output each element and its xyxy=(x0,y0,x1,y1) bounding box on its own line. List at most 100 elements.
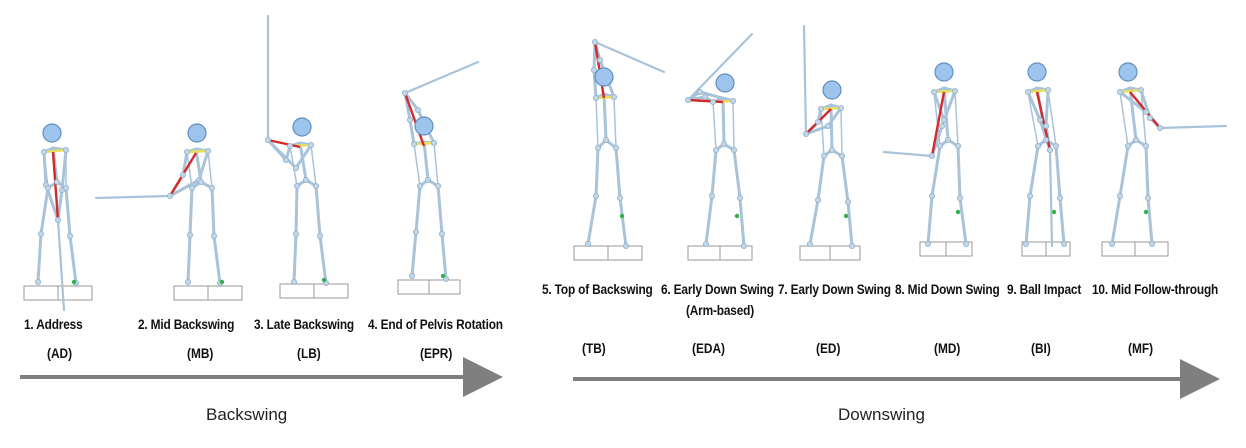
bone xyxy=(422,140,430,182)
joint xyxy=(186,231,193,238)
bone xyxy=(1058,196,1066,246)
head xyxy=(1027,62,1047,82)
bone xyxy=(1128,86,1138,142)
joint xyxy=(434,182,441,189)
joint xyxy=(63,184,70,191)
bone xyxy=(210,186,216,238)
arm-line xyxy=(51,151,60,221)
bone xyxy=(1024,194,1032,246)
joint xyxy=(929,152,936,159)
joint xyxy=(35,278,42,285)
shoulder-line xyxy=(1119,88,1142,94)
joint xyxy=(1117,192,1124,199)
bone xyxy=(595,97,599,149)
bone xyxy=(698,90,735,103)
bone xyxy=(292,232,298,284)
head xyxy=(934,62,954,82)
joint xyxy=(821,152,828,159)
joint xyxy=(302,176,309,183)
bone xyxy=(310,144,317,187)
joint xyxy=(593,95,600,102)
skeleton-figure-8 xyxy=(882,62,973,257)
skeleton-figure-3 xyxy=(264,14,349,299)
bone xyxy=(408,118,416,146)
force-plate-right xyxy=(719,245,753,261)
bone xyxy=(882,150,934,158)
bone xyxy=(942,86,950,142)
joint xyxy=(430,139,437,146)
joint xyxy=(1061,240,1068,247)
bone xyxy=(932,90,946,122)
joint xyxy=(1143,142,1150,149)
ball-marker xyxy=(843,213,849,219)
bone xyxy=(413,143,421,187)
joint xyxy=(1027,192,1034,199)
bone xyxy=(710,148,718,198)
bone xyxy=(194,147,203,184)
force-plate-left xyxy=(173,285,209,301)
bone xyxy=(1118,144,1130,198)
bone xyxy=(440,232,448,281)
step-6-label: 6. Early Down Swing xyxy=(661,282,774,297)
joint xyxy=(1133,136,1140,143)
joint xyxy=(1125,142,1132,149)
joint xyxy=(412,228,419,235)
ball-marker xyxy=(955,209,961,215)
joint xyxy=(41,148,48,155)
joint xyxy=(709,192,716,199)
bone xyxy=(68,234,78,285)
bone xyxy=(593,40,666,74)
step-4-label: 4. End of Pelvis Rotation xyxy=(368,317,503,332)
joint xyxy=(939,123,946,130)
joint xyxy=(697,89,704,96)
downswing-phase-label: Downswing xyxy=(838,405,925,424)
joint xyxy=(307,141,314,148)
shoulder-line xyxy=(1027,88,1049,94)
step-5-abbr: (TB) xyxy=(582,341,606,356)
joint xyxy=(839,152,846,159)
bone xyxy=(36,232,43,284)
joint xyxy=(613,144,620,151)
joint xyxy=(1043,123,1050,130)
bone xyxy=(721,96,726,146)
bone xyxy=(802,24,808,136)
joint xyxy=(685,97,692,104)
bone xyxy=(816,154,826,202)
skeleton-figure-5 xyxy=(573,39,666,261)
bone xyxy=(954,90,959,147)
bone xyxy=(1146,196,1154,246)
bone xyxy=(186,233,192,284)
force-plate-right xyxy=(313,283,349,299)
bone xyxy=(614,146,622,200)
joint xyxy=(264,136,271,143)
joint xyxy=(838,105,845,112)
bone xyxy=(266,138,298,170)
step-1-label: 1. Address xyxy=(24,317,83,332)
joint xyxy=(815,119,822,126)
joint xyxy=(1149,240,1156,247)
bone xyxy=(1144,144,1150,200)
step-7-label: 7. Early Down Swing xyxy=(778,282,891,297)
joint xyxy=(611,94,618,101)
joint xyxy=(408,272,415,279)
bone xyxy=(704,194,714,246)
joint xyxy=(592,39,599,46)
skeleton-figure-4 xyxy=(397,60,480,295)
joint xyxy=(741,242,748,249)
joint xyxy=(282,156,289,163)
joint xyxy=(585,240,592,247)
skeleton-figure-9 xyxy=(1021,62,1071,257)
joint xyxy=(703,240,710,247)
bone xyxy=(56,218,66,312)
skeleton-figure-6 xyxy=(685,32,754,261)
bone xyxy=(804,124,830,136)
joint xyxy=(1145,194,1152,201)
joint xyxy=(941,117,948,124)
force-plate-left xyxy=(799,245,831,261)
ball-marker xyxy=(71,279,77,285)
bone xyxy=(808,198,820,246)
joint xyxy=(1043,136,1050,143)
joint xyxy=(442,275,449,282)
joint xyxy=(623,242,630,249)
